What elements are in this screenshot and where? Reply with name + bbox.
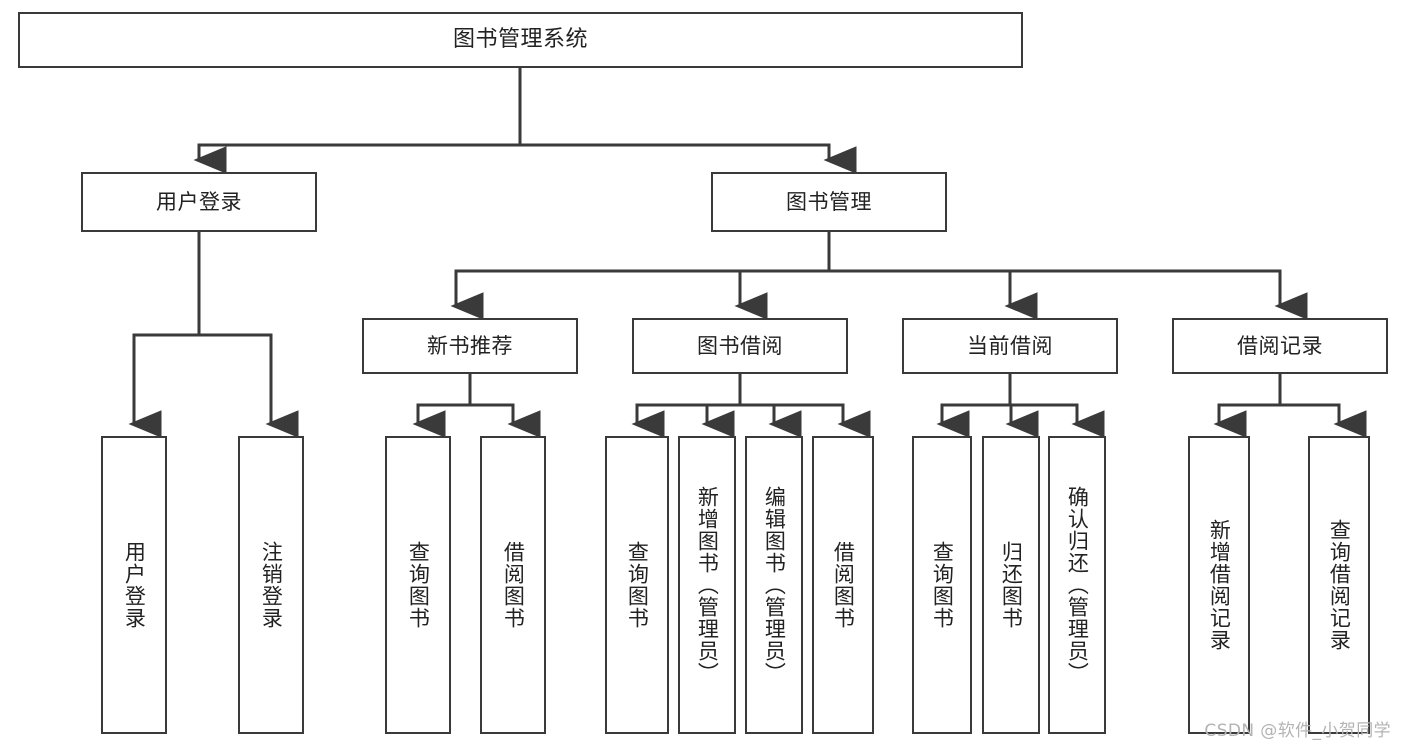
leaf-borrow-book[interactable]: 借阅图书 [812,436,874,734]
leaf-edit-book-admin[interactable]: 编辑图书（管理员） [745,436,803,734]
leaf-confirm-return-admin[interactable]: 确认归还（管理员） [1048,436,1106,734]
leaf-return-book[interactable]: 归还图书 [982,436,1040,734]
leaf-query-book-current[interactable]: 查询图书 [912,436,972,734]
leaf-query-book-borrow[interactable]: 查询图书 [605,436,669,734]
node-root-system[interactable]: 图书管理系统 [18,12,1023,68]
node-book-borrow[interactable]: 图书借阅 [632,318,848,374]
leaf-query-book-recommend[interactable]: 查询图书 [385,436,451,734]
node-current-borrow[interactable]: 当前借阅 [902,318,1118,374]
leaf-user-login[interactable]: 用户登录 [101,436,167,734]
leaf-query-borrow-record[interactable]: 查询借阅记录 [1308,436,1370,734]
node-new-book-recommend[interactable]: 新书推荐 [362,318,578,374]
node-book-management[interactable]: 图书管理 [711,172,947,232]
leaf-add-book-admin[interactable]: 新增图书（管理员） [678,436,736,734]
node-user-login[interactable]: 用户登录 [81,172,317,232]
leaf-borrow-book-recommend[interactable]: 借阅图书 [480,436,546,734]
leaf-logout[interactable]: 注销登录 [238,436,304,734]
node-borrow-record[interactable]: 借阅记录 [1172,318,1388,374]
csdn-watermark: CSDN @软件_小贺同学 [1204,721,1391,741]
leaf-add-borrow-record[interactable]: 新增借阅记录 [1188,436,1250,734]
